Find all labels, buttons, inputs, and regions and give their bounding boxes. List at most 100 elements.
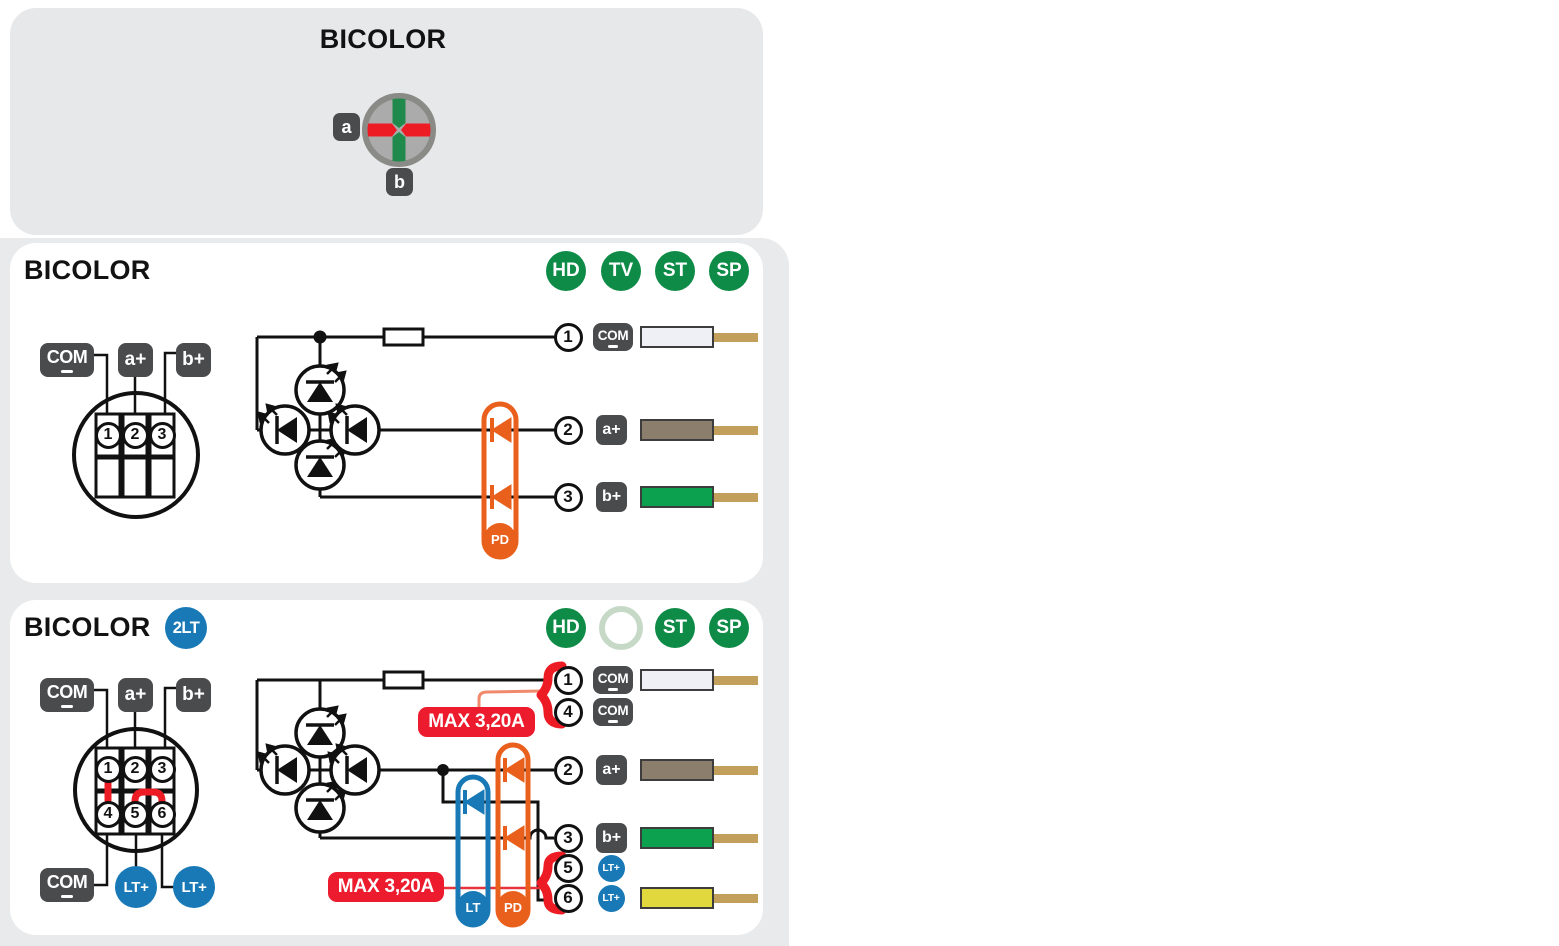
led-symbol [294, 780, 347, 834]
label-text: COM [46, 681, 88, 702]
connector-pin-5: 5 [121, 800, 149, 828]
panel-bicolor-overview: BICOLOR a b [10, 8, 763, 235]
wire-tip [714, 675, 758, 685]
led-anode-b-label: b [386, 168, 413, 196]
output-pin-1: 1 [553, 322, 583, 352]
bicolor-led-icon [362, 93, 436, 167]
output-label-a-plus: a+ [596, 415, 627, 445]
lt-capsule-label: LT [466, 900, 481, 915]
connector-pin-2: 2 [121, 755, 149, 783]
wire-tip [714, 492, 758, 502]
minus-sign [608, 720, 618, 723]
wire-gray [640, 758, 714, 781]
connector-pin-4: 4 [94, 800, 122, 828]
pd-diode [503, 756, 526, 784]
badge-tv: TV [601, 251, 641, 291]
output-label-lt-plus: LT+ [597, 884, 625, 912]
connector-label-a-plus: a+ [118, 678, 153, 712]
minus-sign [608, 688, 618, 691]
pd-capsule-label: PD [491, 532, 509, 547]
connector-label-lt-plus: LT+ [115, 866, 157, 908]
lt-diode [463, 788, 486, 816]
connector-pin-6: 6 [148, 800, 176, 828]
badge-sp: SP [709, 251, 749, 291]
led-symbol [294, 362, 347, 416]
wire-gray [640, 418, 714, 441]
connector-label-com: COM [40, 678, 94, 712]
connector-label-lt-plus: LT+ [173, 866, 215, 908]
connector-label-b-plus: b+ [176, 678, 211, 712]
badge-tv-disabled-ring [599, 606, 643, 650]
wire-green [640, 485, 714, 508]
max-current-badge: MAX 3,20A [418, 707, 535, 737]
led-symbol [294, 705, 347, 759]
resistor [382, 327, 425, 347]
label-text: COM [597, 702, 629, 718]
max-callout-line [477, 689, 543, 707]
connector-pin-3: 3 [148, 755, 176, 783]
panel-title: BICOLOR [24, 612, 151, 642]
minus-sign [61, 704, 73, 708]
wire-white [640, 668, 714, 691]
output-pin-2: 2 [553, 755, 583, 785]
minus-sign [61, 894, 73, 898]
junction-dot [313, 330, 327, 344]
connector-label-com: COM [40, 343, 94, 377]
badge-st: ST [655, 251, 695, 291]
led-symbol [257, 743, 311, 796]
panel-title: BICOLOR [24, 255, 151, 285]
minus-sign [61, 369, 73, 373]
wire-green [640, 826, 714, 849]
connector-label-a-plus: a+ [118, 343, 153, 377]
lt-capsule: LT [455, 774, 491, 928]
wire-white [640, 325, 714, 348]
badge-sp: SP [709, 608, 749, 648]
wire-tip [714, 893, 758, 903]
connector-label-b-plus: b+ [176, 343, 211, 377]
wire-tip [714, 332, 758, 342]
output-pin-2: 2 [553, 415, 583, 445]
wiring-schematic: PD [72, 327, 556, 560]
output-label-b-plus: b+ [596, 482, 627, 512]
output-pin-4: 4 [553, 697, 583, 727]
pd-capsule: PD [495, 742, 531, 928]
badge-st: ST [655, 608, 695, 648]
label-text: COM [46, 346, 88, 367]
output-label-com: COM [593, 666, 633, 694]
output-pin-5: 5 [553, 853, 583, 883]
panel-bicolor-wiring: BICOLOR HD TV ST SP [10, 243, 763, 583]
output-label-lt-plus: LT+ [597, 854, 625, 882]
connector-label-com-bottom: COM [40, 868, 94, 902]
connector-pin-1: 1 [94, 755, 122, 783]
pd-capsule: PD [481, 401, 519, 560]
junction-dot [437, 764, 449, 776]
output-pin-3: 3 [553, 482, 583, 512]
led-symbol [327, 743, 381, 796]
led-symbol [257, 403, 311, 456]
badge-2lt: 2LT [165, 607, 207, 649]
label-text: COM [46, 871, 88, 892]
connector-pin-2: 2 [121, 421, 149, 449]
connector-face [73, 727, 199, 853]
connector-pin-3: 3 [148, 421, 176, 449]
badge-hd: HD [546, 608, 586, 648]
led-symbol [294, 437, 347, 491]
output-label-com: COM [593, 698, 633, 726]
resistor [382, 670, 425, 690]
led-anode-a-label: a [333, 113, 360, 141]
led-symbol [327, 403, 381, 456]
label-text: COM [597, 670, 629, 686]
pd-diode [490, 416, 513, 444]
max-current-badge: MAX 3,20A [328, 872, 444, 902]
panel-title: BICOLOR [319, 24, 447, 54]
pd-capsule-label: PD [504, 900, 522, 915]
output-pin-6: 6 [553, 883, 583, 913]
pd-diode [503, 824, 526, 852]
output-pin-1: 1 [553, 665, 583, 695]
connector-pin-1: 1 [94, 421, 122, 449]
wire-tip [714, 425, 758, 435]
circuit-lines [255, 335, 556, 499]
wire-yellow [640, 886, 714, 909]
badge-hd: HD [546, 251, 586, 291]
